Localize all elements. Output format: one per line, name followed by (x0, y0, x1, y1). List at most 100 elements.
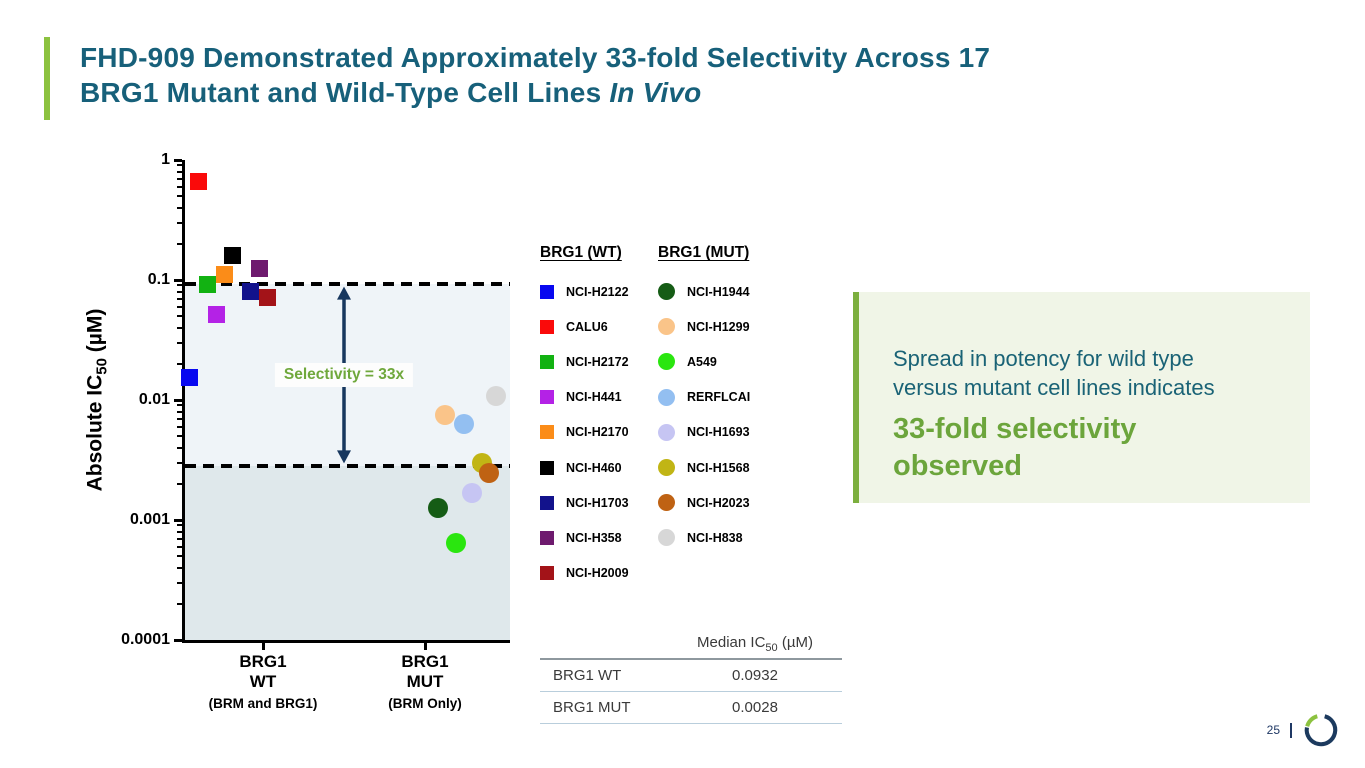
legend-label: NCI-H441 (566, 390, 622, 405)
footer-separator (1290, 722, 1292, 738)
table-header-median-ic50: Median IC50 (µM) (680, 634, 830, 654)
data-point-nci-h1944 (428, 498, 448, 519)
y-axis-line (182, 160, 185, 643)
data-point-nci-h2122 (180, 368, 198, 386)
callout-lead-line-2: versus mutant cell lines indicates (893, 375, 1215, 400)
legend-label: NCI-H2009 (566, 566, 629, 581)
table-header-row: Median IC50 (µM) (540, 630, 842, 660)
legend-item: A549 (658, 344, 808, 379)
legend-swatch (540, 390, 554, 405)
legend-item: NCI-H2170 (540, 415, 643, 450)
y-minor-tick (177, 326, 182, 329)
callout-highlight-line-2: observed (893, 450, 1022, 482)
y-minor-tick (177, 315, 182, 318)
y-minor-tick (177, 195, 182, 198)
legend-swatch (658, 353, 675, 371)
y-minor-tick (177, 164, 182, 167)
x-tick (423, 643, 427, 650)
data-point-nci-h1693 (462, 483, 482, 504)
y-major-tick (174, 278, 182, 282)
data-point-a549 (446, 533, 466, 554)
y-axis-label-sub: 50 (93, 358, 111, 375)
reference-line-lower (185, 464, 510, 469)
legend-swatch (540, 495, 554, 510)
legend-item: NCI-H358 (540, 520, 643, 555)
legend-swatch (658, 318, 675, 336)
table-row-label: BRG1 MUT (553, 699, 631, 716)
y-tick-label: 0.0001 (121, 631, 170, 648)
legend-label: NCI-H460 (566, 460, 622, 475)
y-minor-tick (177, 446, 182, 449)
selectivity-annotation: Selectivity = 33x (274, 363, 414, 387)
legend-swatch (658, 423, 675, 441)
legend-label: NCI-H2170 (566, 425, 629, 440)
title-line-2: BRG1 Mutant and Wild-Type Cell Lines (80, 77, 610, 108)
y-tick-label: 0.01 (138, 391, 170, 408)
legend-item: NCI-H1299 (658, 309, 808, 344)
y-major-tick (174, 398, 182, 402)
data-point-nci-h2023 (479, 463, 499, 484)
y-axis-label-unit: (µM) (83, 308, 107, 359)
legend-item: NCI-H1944 (658, 274, 808, 309)
legend-swatch (540, 566, 554, 581)
legend-item: CALU6 (540, 309, 643, 344)
y-minor-tick (177, 362, 182, 365)
data-point-rerflcai (454, 414, 474, 435)
legend-label: NCI-H2122 (566, 284, 629, 299)
legend-item: NCI-H2172 (540, 344, 643, 379)
data-point-nci-h838 (486, 385, 506, 406)
median-ic50-table: Median IC50 (µM) BRG1 WT 0.0932 BRG1 MUT… (540, 630, 842, 724)
legend-label: NCI-H358 (566, 530, 622, 545)
selectivity-arrow (337, 286, 351, 464)
y-minor-tick (177, 297, 182, 300)
data-point-nci-h2009 (258, 289, 276, 307)
legend-item: NCI-H838 (658, 520, 808, 555)
y-minor-tick (177, 290, 182, 293)
legend-label: NCI-H1693 (687, 425, 750, 440)
foghorn-logo-icon (1304, 714, 1338, 747)
legend-label: A549 (687, 354, 717, 369)
x-axis-line (182, 640, 510, 643)
table-row-brg1-wt: BRG1 WT 0.0932 (540, 660, 842, 692)
legend-item: NCI-H441 (540, 380, 643, 415)
legend-item: NCI-H2023 (658, 485, 808, 520)
legend-item: NCI-H2122 (540, 274, 643, 309)
y-minor-tick (177, 242, 182, 245)
legend-label: NCI-H1568 (687, 460, 750, 475)
y-tick-label: 0.001 (129, 511, 170, 528)
title-accent-bar (44, 37, 50, 120)
table-row-brg1-mut: BRG1 MUT 0.0028 (540, 692, 842, 724)
table-row-value: 0.0028 (732, 699, 778, 716)
y-axis-label: Absolute IC50 (µM) (83, 309, 110, 492)
legend-header-wt: BRG1 (WT) (540, 244, 622, 261)
page-number: 25 (1266, 723, 1280, 737)
y-axis-label-text: Absolute IC (83, 374, 107, 492)
reference-line-upper (185, 281, 510, 286)
data-point-nci-h1299 (435, 404, 455, 425)
data-point-nci-h358 (250, 259, 268, 277)
legend-item: RERFLCAI (658, 380, 808, 415)
y-minor-tick (177, 537, 182, 540)
y-minor-tick (177, 170, 182, 173)
callout-lead-line-1: Spread in potency for wild type (893, 346, 1194, 371)
y-minor-tick (177, 524, 182, 527)
y-minor-tick (177, 555, 182, 558)
y-minor-tick (177, 221, 182, 224)
y-minor-tick (177, 435, 182, 438)
y-minor-tick (177, 461, 182, 464)
data-point-nci-h460 (223, 246, 241, 264)
callout-highlight-line-1: 33-fold selectivity (893, 413, 1137, 445)
table-header-text: Median IC (697, 634, 766, 651)
legend-swatch (540, 354, 554, 369)
y-minor-tick (177, 410, 182, 413)
legend-label: NCI-H1299 (687, 319, 750, 334)
below-band (185, 466, 510, 640)
legend-item: NCI-H1568 (658, 450, 808, 485)
